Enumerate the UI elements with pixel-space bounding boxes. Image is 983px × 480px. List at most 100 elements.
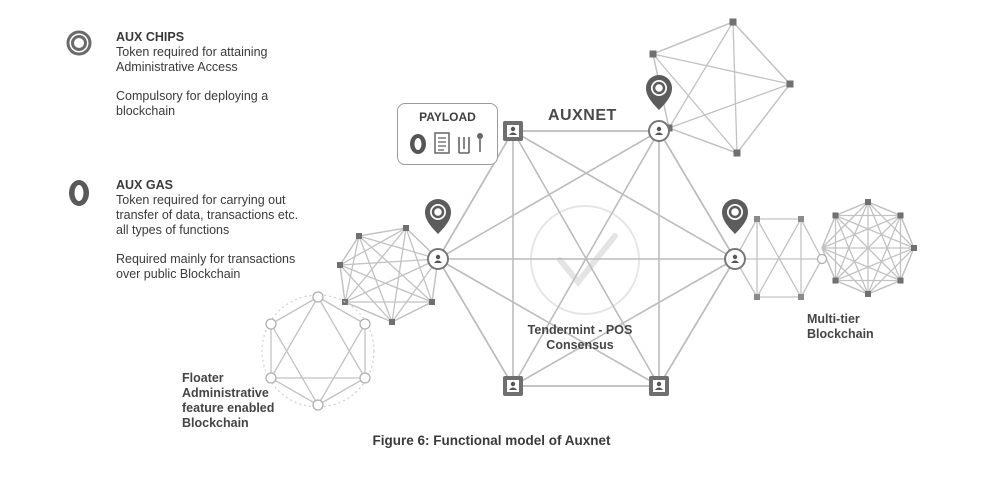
auxnet-round-node [724,248,746,270]
block-node [832,212,839,219]
ring-line [339,264,346,303]
floater-label: Floater Administrative feature enabled B… [182,371,274,431]
consensus-label: Tendermint - POS Consensus [520,323,640,353]
auxnet-square-node [503,376,523,396]
link-line [800,218,823,260]
auxnet-square-node [649,376,669,396]
link-line [270,296,319,379]
consensus-line2: Consensus [546,338,614,352]
link-line [668,83,791,129]
floater-node [265,318,277,330]
legend-gas-line2: transfer of data, transactions etc. [116,208,299,222]
ring-line [270,377,319,406]
block-node [733,149,741,157]
ring-line [339,235,360,266]
ring-line [270,296,319,325]
ring-line [899,215,915,249]
link-line [405,227,433,303]
block-node [403,225,409,231]
floater-line2: Administrative [182,386,269,400]
legend-chips-note2: blockchain [116,104,176,118]
link-line [358,235,439,260]
payload-box: PAYLOAD [397,103,498,165]
ring-line [391,301,433,323]
block-node [356,233,362,239]
floater-line4: Blockchain [182,416,249,430]
coin-icon [410,134,426,154]
payload-icons [410,132,483,154]
ring-line [437,258,514,387]
link-line [344,235,360,303]
link-line [835,247,915,282]
auxnet-round-node [648,120,670,142]
pin-icon-top [644,73,674,112]
block-node [865,291,871,297]
consensus-line1: Tendermint - POS [527,323,633,337]
aux-gas-coin-icon [69,180,89,206]
legend-gas-line3: all types of functions [116,223,230,237]
link-line [339,264,393,323]
ring-line [899,247,915,281]
link-line [668,21,734,129]
link-line [756,218,802,298]
ring-line [358,227,407,237]
legend-chips-title: AUX CHIPS [116,30,185,44]
satellite-blockchain-top [649,18,794,157]
ring-line [867,279,901,295]
ring-line [658,130,736,260]
link-line [270,323,319,406]
link-line [339,264,433,303]
block-node [754,294,760,300]
ring-line [658,258,736,387]
block-node [865,199,871,205]
floater-line1: Floater [182,371,224,385]
ring-line [437,130,514,260]
figure-caption: Figure 6: Functional model of Auxnet [372,433,611,448]
block-node [897,277,904,284]
multitier-label: Multi-tier Blockchain [807,312,874,342]
link-line [391,258,439,323]
link-line [344,227,407,303]
link-line [437,258,660,387]
floater-node [359,318,371,330]
block-node [389,319,395,325]
link-line [732,21,738,154]
block-node [754,216,760,222]
link-line [512,258,736,387]
floater-node [312,399,324,411]
legend-chips-line2: Administrative Access [116,60,238,74]
floater-blockchain [261,291,375,411]
ring-line [732,21,791,85]
pin-icon-left [423,197,453,236]
legend-chips-line1: Token required for attaining [116,45,268,59]
link-line [317,323,366,406]
link-line [652,53,791,85]
pin-icon-right [720,197,750,236]
floater-node [312,291,324,303]
link-line [800,258,823,298]
consensus-check-icon [530,205,640,315]
link-line [317,296,366,379]
link-line [512,130,736,260]
payload-title: PAYLOAD [419,110,476,124]
ring-line [835,201,869,217]
ring-line [835,279,869,295]
block-node [897,212,904,219]
multitier-line2: Blockchain [807,327,874,341]
ring-line [652,21,734,55]
ring-line [317,377,366,406]
floater-dashed-ring [261,294,375,408]
link-line [339,258,439,266]
block-node [832,277,839,284]
contract-icon [458,133,483,154]
block-node [729,18,737,26]
ring-line [317,296,366,325]
auxnet-square-node [503,121,523,141]
link-line [391,227,407,323]
legend-chips-note1: Compulsory for deploying a [116,89,269,103]
auxnet-title: AUXNET [548,107,617,124]
link-line [339,227,407,266]
auxnet-core-nodes [427,120,746,396]
ring-line [821,215,837,249]
